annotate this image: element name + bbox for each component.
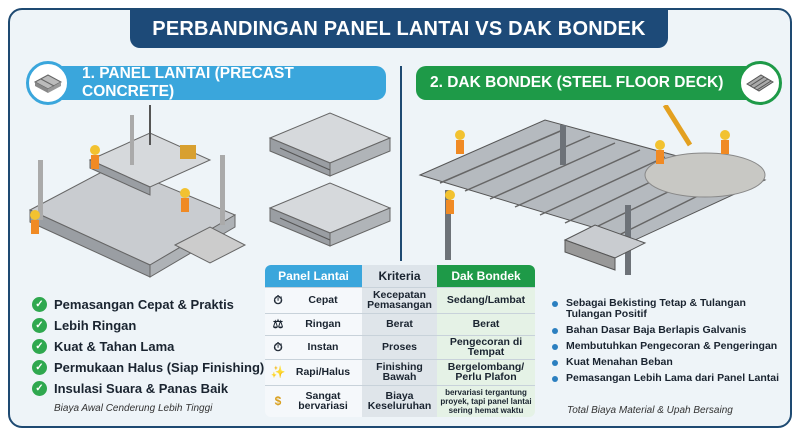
col-dak-bondek: Dak Bondek (437, 265, 535, 287)
check-icon: ✓ (32, 360, 47, 375)
cell-kriteria: Proses (362, 334, 437, 359)
precast-panel-icon (26, 61, 70, 105)
steel-deck-icon (738, 61, 782, 105)
list-item: Bahan Dasar Baja Berlapis Galvanis (552, 325, 782, 336)
feature-text: Pemasangan Cepat & Praktis (54, 297, 234, 312)
cell-panel: Sangat bervariasi (298, 389, 348, 413)
list-item: ✓ Lebih Ringan (32, 315, 264, 336)
list-item: ✓ Pemasangan Cepat & Praktis (32, 294, 264, 315)
dak-bondek-header: 2. DAK BONDEK (STEEL FLOOR DECK) (416, 66, 762, 100)
weight-icon: ⚖ (272, 316, 284, 331)
check-icon: ✓ (32, 297, 47, 312)
steel-deck-installation-illustration (418, 105, 767, 275)
section-divider (400, 66, 402, 261)
panel-lantai-features: ✓ Pemasangan Cepat & Praktis ✓ Lebih Ringa… (32, 294, 264, 399)
feature-text: Permukaan Halus (Siap Finishing) (54, 360, 265, 375)
coin-hand-icon: $ (274, 394, 282, 408)
list-item: ✓ Insulasi Suara & Panas Baik (32, 378, 264, 399)
stopwatch-fast-icon: ⏱ (273, 292, 283, 307)
stopwatch-icon: ⏱ (273, 339, 283, 354)
panel-lantai-header: 1. PANEL LANTAI (PRECAST CONCRETE) (30, 65, 386, 100)
cell-panel: Instan (307, 340, 339, 353)
cell-kriteria: Finishing Bawah (362, 358, 437, 385)
feature-text: Kuat & Tahan Lama (54, 339, 175, 354)
list-item: ✓ Kuat & Tahan Lama (32, 336, 264, 357)
check-icon: ✓ (32, 318, 47, 333)
list-item: Sebagai Bekisting Tetap & Tulangan Tulan… (552, 298, 782, 320)
dak-bondek-features: Sebagai Bekisting Tetap & Tulangan Tulan… (552, 298, 782, 389)
cell-bondek: Bergelombang/ Perlu Plafon (437, 358, 535, 385)
cell-kriteria: Berat (362, 312, 437, 335)
list-item: Membutuhkan Pengecoran & Pengeringan (552, 341, 782, 352)
cell-kriteria: Kecepatan Pemasangan (362, 286, 437, 313)
cell-bondek: bervariasi tergantung proyek, tapi panel… (437, 384, 535, 417)
cell-bondek: Sedang/Lambat (437, 286, 535, 313)
col-kriteria: Kriteria (362, 265, 437, 287)
precast-slab-illustration (268, 112, 392, 247)
comparison-table: Panel Lantai Kriteria Dak Bondek ⏱ Cepat K… (265, 265, 535, 417)
precast-installation-illustration (28, 105, 247, 278)
cell-panel: Cepat (308, 293, 338, 306)
feature-text: Insulasi Suara & Panas Baik (54, 381, 229, 396)
cell-kriteria: Biaya Keseluruhan (362, 384, 437, 417)
cell-panel: Ringan (305, 317, 341, 330)
feature-text: Lebih Ringan (54, 318, 137, 333)
check-icon: ✓ (32, 339, 47, 354)
check-icon: ✓ (32, 381, 47, 396)
dak-bondek-note: Total Biaya Material & Upah Bersaing (567, 405, 733, 416)
cell-panel: Rapi/Halus (295, 365, 351, 378)
cell-bondek: Pengecoran di Tempat (437, 334, 535, 359)
list-item: ✓ Permukaan Halus (Siap Finishing) (32, 357, 264, 378)
panel-lantai-note: Biaya Awal Cenderung Lebih Tinggi (54, 403, 213, 414)
list-item: Pemasangan Lebih Lama dari Panel Lantai (552, 373, 782, 384)
col-panel-lantai: Panel Lantai (265, 265, 362, 287)
list-item: Kuat Menahan Beban (552, 357, 782, 368)
page-title: PERBANDINGAN PANEL LANTAI VS DAK BONDEK (130, 10, 668, 48)
sparkle-hand-icon: ✨ (270, 364, 286, 379)
cell-bondek: Berat (437, 312, 535, 335)
